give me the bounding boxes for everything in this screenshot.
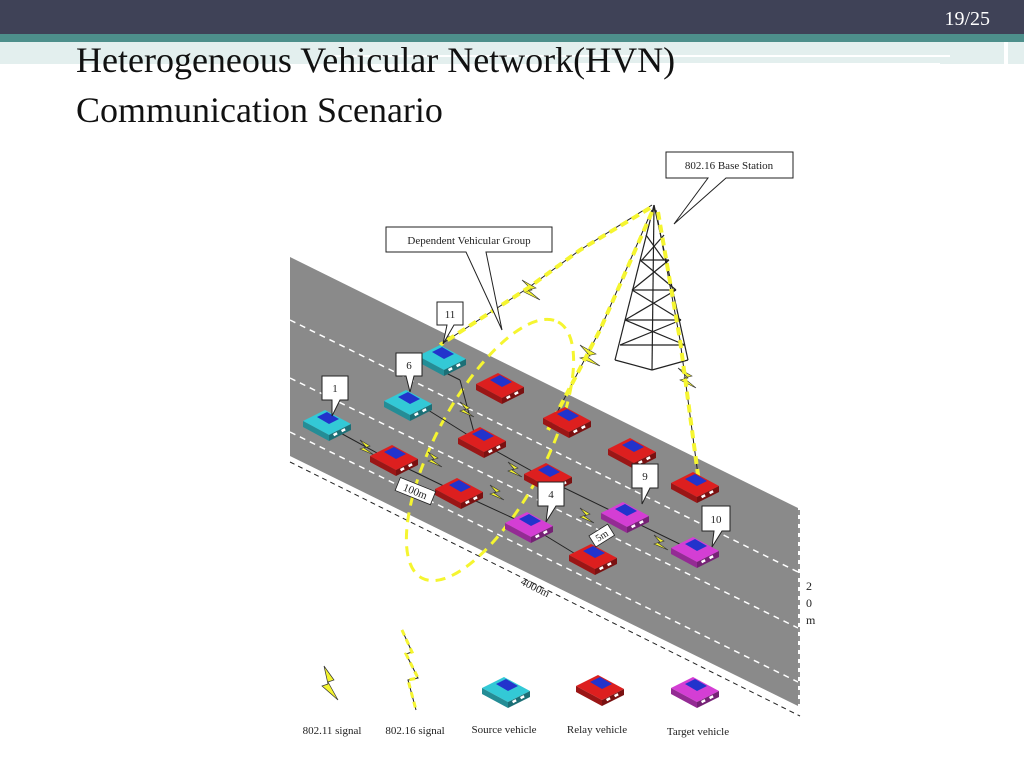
wifi-signal-bolts: [359, 401, 669, 551]
legend: 802.11 signal 802.16 signal Source vehic…: [303, 629, 729, 738]
vehicle-callout-6: 6: [395, 352, 423, 393]
vehicle-callout-11: 11: [436, 301, 464, 345]
legend-source-label: Source vehicle: [471, 724, 536, 736]
base-station-tower: [614, 204, 689, 371]
legend-relay-label: Relay vehicle: [567, 724, 627, 736]
svg-text:6: 6: [406, 360, 412, 372]
slide-title: Heterogeneous Vehicular Network(HVN) Com…: [76, 35, 675, 135]
legend-80216-label: 802.16 signal: [385, 725, 444, 737]
svg-text:10: 10: [711, 514, 723, 526]
svg-text:4: 4: [548, 489, 554, 501]
slide-header-bar: [0, 0, 1024, 34]
header-divider-line: [330, 55, 950, 57]
vehicle-callout-9: 9: [631, 463, 659, 505]
wimax-signal-bolts: [521, 279, 697, 389]
svg-text:Dependent Vehicular Group: Dependent Vehicular Group: [407, 235, 531, 247]
legend-target-label: Target vehicle: [667, 726, 729, 738]
svg-text:9: 9: [642, 471, 648, 483]
vehicle-group-callout: Dependent Vehicular Group: [385, 226, 553, 331]
legend-80216-signal-icon: [400, 629, 421, 711]
dependent-group-boundary: [404, 317, 576, 583]
legend-relay-vehicle-icon: [576, 675, 624, 706]
hvn-scenario-diagram: 4000m 2 0 m: [289, 151, 816, 738]
vehicle-callout-1: 1: [321, 375, 349, 417]
svg-text:802.16 Base Station: 802.16 Base Station: [685, 160, 774, 172]
header-light-stripe: [0, 42, 1024, 64]
length-dimension-line: [289, 461, 801, 717]
svg-text:11: 11: [445, 309, 456, 321]
base-station-callout: 802.16 Base Station: [665, 151, 794, 225]
vehicle-callout-10: 10: [701, 505, 731, 548]
header-edge-mark: [1004, 42, 1008, 70]
title-line-1: Heterogeneous Vehicular Network(HVN): [76, 40, 676, 80]
width-label-0: 0: [806, 596, 812, 610]
width-label-m: m: [806, 613, 816, 627]
svg-text:1: 1: [332, 383, 338, 395]
legend-80211-signal-icon: [321, 665, 339, 701]
width-label-2: 2: [806, 579, 812, 593]
header-divider-line: [560, 63, 940, 65]
distance-tag-5m: 5m: [588, 523, 616, 548]
header-accent-stripe: [0, 34, 1024, 42]
legend-source-vehicle-icon: [482, 677, 530, 708]
vehicle-callout-4: 4: [537, 481, 565, 523]
page-number: 19/25: [944, 8, 990, 30]
legend-target-vehicle-icon: [671, 677, 719, 708]
legend-80211-label: 802.11 signal: [303, 725, 362, 737]
title-line-2: Communication Scenario: [76, 90, 443, 130]
wimax-signal-dashes: [438, 206, 702, 491]
